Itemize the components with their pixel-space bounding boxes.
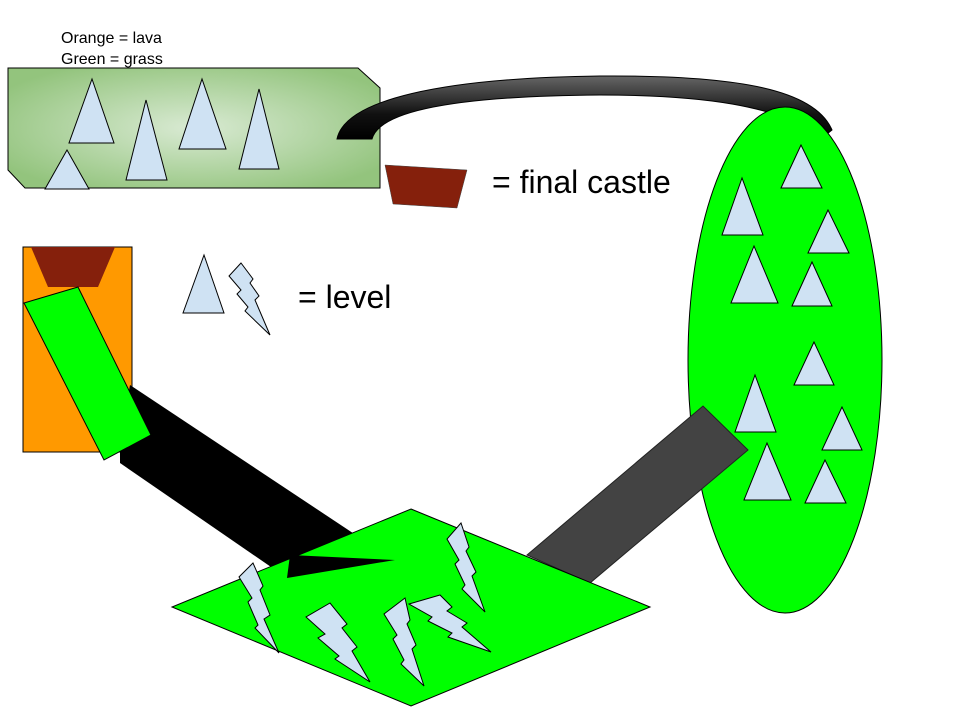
level-triangle[interactable] (807, 208, 850, 254)
level-triangle[interactable] (68, 77, 115, 144)
legend-grass-text: Green = grass (61, 51, 163, 68)
path-black (120, 385, 395, 578)
path-black-tip (287, 555, 395, 578)
level-triangle-legend-icon (182, 253, 225, 314)
level-triangle[interactable] (178, 77, 227, 150)
level-triangle[interactable] (730, 244, 779, 304)
level-triangle[interactable] (125, 99, 168, 181)
level-triangle[interactable] (743, 441, 792, 501)
final-castle[interactable] (31, 247, 115, 287)
level-lightning[interactable] (305, 602, 371, 683)
castle-legend-label: = final castle (492, 164, 671, 200)
level-triangle[interactable] (734, 373, 777, 433)
level-lightning[interactable] (238, 562, 280, 654)
level-legend-label: = level (298, 279, 392, 315)
level-triangle[interactable] (791, 260, 833, 307)
castle-legend-icon (384, 164, 468, 209)
level-triangle[interactable] (44, 148, 90, 190)
level-lightning-legend-icon (228, 262, 271, 336)
level-lightning[interactable] (446, 522, 486, 613)
legend-lava-text: Orange = lava (61, 30, 162, 47)
level-triangle[interactable] (780, 143, 823, 189)
level-triangle[interactable] (721, 176, 764, 236)
level-triangle[interactable] (821, 405, 863, 451)
level-triangle[interactable] (238, 88, 280, 170)
level-triangle[interactable] (804, 458, 847, 504)
grass-strip[interactable] (23, 286, 152, 461)
level-lightning[interactable] (383, 597, 425, 687)
path-arc-black (336, 75, 833, 140)
level-lightning[interactable] (407, 594, 492, 653)
level-triangle[interactable] (793, 340, 835, 386)
